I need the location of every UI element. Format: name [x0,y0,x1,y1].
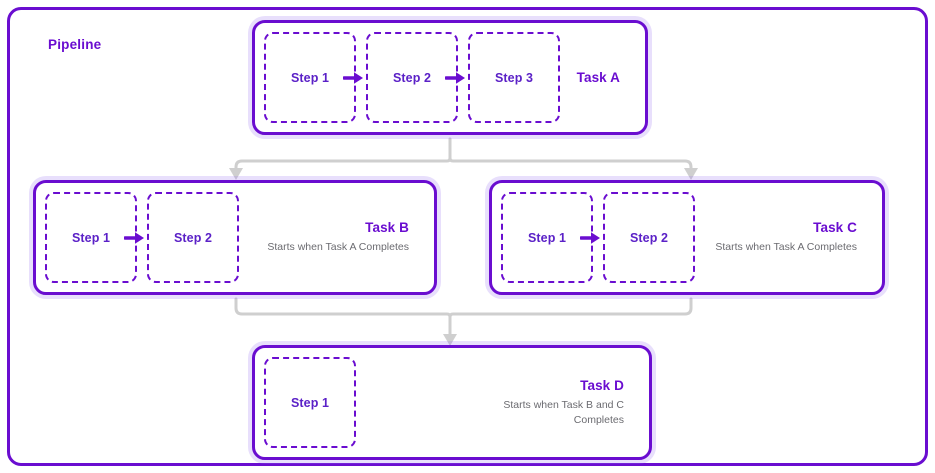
task-b-step-1[interactable]: Step 1 [45,192,144,283]
task-a-step-1[interactable]: Step 1 [264,32,363,123]
task-d-step-1[interactable]: Step 1 [264,357,356,448]
task-a-title: Task A [576,70,620,85]
task-c-step-2-label: Step 2 [629,230,669,245]
step-arrow-icon [580,231,600,244]
task-card-b[interactable]: Step 1 Step 2 Task B Starts when Task A … [33,180,437,295]
task-d-step-1-label: Step 1 [290,395,330,410]
task-a-step-1-label: Step 1 [290,70,330,85]
task-a-step-2-label: Step 2 [392,70,432,85]
task-b-step-1-label: Step 1 [71,230,111,245]
task-b-subtitle: Starts when Task A Completes [267,241,409,254]
pipeline-label: Pipeline [48,37,102,52]
task-a-meta: Task A [560,32,636,123]
task-c-step-1[interactable]: Step 1 [501,192,600,283]
task-d-meta: Task D Starts when Task B and C Complete… [356,357,640,448]
task-a-steps: Step 1 Step 2 Step 3 [264,32,560,123]
task-b-steps: Step 1 Step 2 [45,192,239,283]
task-card-d[interactable]: Step 1 Task D Starts when Task B and C C… [252,345,652,460]
task-a-step-2[interactable]: Step 2 [366,32,465,123]
task-c-subtitle: Starts when Task A Completes [715,241,857,254]
task-d-subtitle: Starts when Task B and C Completes [503,398,624,426]
task-b-title: Task B [365,220,409,236]
task-d-steps: Step 1 [264,357,356,448]
task-b-step-2[interactable]: Step 2 [147,192,239,283]
task-a-step-3[interactable]: Step 3 [468,32,560,123]
task-a-step-3-label: Step 3 [494,70,534,85]
step-arrow-icon [445,71,465,84]
task-c-step-2[interactable]: Step 2 [603,192,695,283]
task-b-meta: Task B Starts when Task A Completes [239,192,425,283]
task-card-c[interactable]: Step 1 Step 2 Task C Starts when Task A … [489,180,885,295]
task-b-step-2-label: Step 2 [173,230,213,245]
step-arrow-icon [343,71,363,84]
task-d-title: Task D [580,377,624,393]
task-c-step-1-label: Step 1 [527,230,567,245]
step-arrow-icon [124,231,144,244]
task-c-meta: Task C Starts when Task A Completes [695,192,873,283]
task-card-a[interactable]: Step 1 Step 2 Step 3 Task A [252,20,648,135]
task-c-title: Task C [813,220,857,236]
task-c-steps: Step 1 Step 2 [501,192,695,283]
